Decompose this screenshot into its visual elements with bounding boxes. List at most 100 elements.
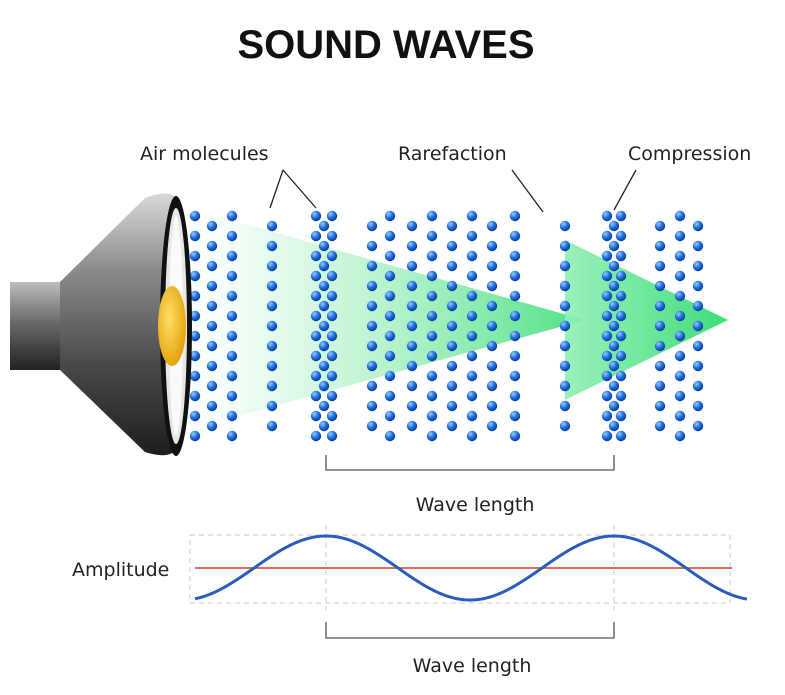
- air-molecule: [674, 330, 686, 342]
- air-molecule: [615, 370, 627, 382]
- air-molecule: [366, 260, 378, 272]
- air-molecule: [601, 250, 613, 262]
- air-molecule: [406, 420, 418, 432]
- air-molecule: [674, 290, 686, 302]
- air-molecule: [466, 330, 478, 342]
- air-molecule: [601, 230, 613, 242]
- air-molecule: [426, 410, 438, 422]
- air-molecule: [446, 240, 458, 252]
- air-molecule: [446, 300, 458, 312]
- air-molecule: [615, 390, 627, 402]
- air-molecule: [426, 250, 438, 262]
- air-molecule: [366, 240, 378, 252]
- air-molecule: [226, 250, 238, 262]
- air-molecule: [406, 400, 418, 412]
- air-molecule: [189, 310, 201, 322]
- air-molecule: [406, 220, 418, 232]
- air-molecule: [366, 220, 378, 232]
- air-molecule: [426, 290, 438, 302]
- air-molecule: [384, 430, 396, 442]
- air-molecule: [559, 420, 571, 432]
- air-molecule: [559, 220, 571, 232]
- air-molecule: [189, 230, 201, 242]
- air-molecule: [601, 410, 613, 422]
- air-molecule: [608, 340, 620, 352]
- air-molecule: [615, 210, 627, 222]
- air-molecule: [366, 280, 378, 292]
- air-molecules-field: [189, 210, 704, 442]
- air-molecule: [486, 400, 498, 412]
- air-molecule: [486, 380, 498, 392]
- amplitude-frame: [189, 534, 731, 604]
- air-molecule: [615, 310, 627, 322]
- air-molecule: [226, 310, 238, 322]
- air-molecule: [559, 360, 571, 372]
- air-molecule: [226, 330, 238, 342]
- air-molecule: [466, 310, 478, 322]
- wave-length-bracket-bottom: [325, 622, 615, 639]
- air-molecule: [674, 370, 686, 382]
- air-molecule: [608, 220, 620, 232]
- air-molecule: [266, 340, 278, 352]
- air-molecule: [486, 280, 498, 292]
- air-molecule: [654, 280, 666, 292]
- air-molecule: [674, 430, 686, 442]
- air-molecule: [366, 320, 378, 332]
- air-molecule: [509, 410, 521, 422]
- air-molecule: [266, 240, 278, 252]
- air-molecule: [615, 430, 627, 442]
- air-molecule: [406, 280, 418, 292]
- air-molecule: [266, 360, 278, 372]
- air-molecule: [446, 360, 458, 372]
- air-molecule: [509, 290, 521, 302]
- air-molecule: [266, 280, 278, 292]
- air-molecule: [692, 240, 704, 252]
- air-molecule: [406, 360, 418, 372]
- air-molecule: [674, 250, 686, 262]
- air-molecule: [310, 410, 322, 422]
- air-molecule: [318, 400, 330, 412]
- air-molecule: [318, 380, 330, 392]
- air-molecule: [189, 290, 201, 302]
- air-molecules-label: Air molecules: [140, 143, 269, 165]
- air-molecule: [601, 290, 613, 302]
- air-molecule: [446, 380, 458, 392]
- air-molecule: [266, 320, 278, 332]
- speaker-icon: [10, 193, 192, 456]
- air-molecule: [406, 300, 418, 312]
- wave-length-bracket-top: [325, 455, 615, 471]
- air-molecule: [674, 230, 686, 242]
- air-molecule: [509, 390, 521, 402]
- air-molecule: [692, 220, 704, 232]
- air-molecule: [615, 250, 627, 262]
- air-molecule: [486, 420, 498, 432]
- air-molecule: [318, 220, 330, 232]
- air-molecule: [384, 410, 396, 422]
- air-molecule: [601, 310, 613, 322]
- air-molecule: [466, 270, 478, 282]
- air-molecule: [446, 400, 458, 412]
- air-molecule: [266, 420, 278, 432]
- air-molecule: [326, 310, 338, 322]
- air-molecule: [486, 300, 498, 312]
- air-molecule: [384, 290, 396, 302]
- air-molecule: [206, 300, 218, 312]
- air-molecule: [601, 370, 613, 382]
- air-molecule: [326, 390, 338, 402]
- air-molecule: [266, 260, 278, 272]
- air-molecule: [406, 320, 418, 332]
- air-molecule: [509, 430, 521, 442]
- compression-pointer: [613, 169, 637, 211]
- air-molecule: [692, 360, 704, 372]
- rarefaction-pointer: [511, 169, 544, 213]
- air-molecule: [559, 280, 571, 292]
- air-molecule: [608, 320, 620, 332]
- air-molecule: [559, 400, 571, 412]
- air-molecule: [446, 280, 458, 292]
- air-molecule: [674, 210, 686, 222]
- air-molecule: [226, 230, 238, 242]
- air-molecule: [486, 340, 498, 352]
- air-molecule: [318, 260, 330, 272]
- air-molecule: [446, 340, 458, 352]
- wave-cone-front: [565, 240, 728, 400]
